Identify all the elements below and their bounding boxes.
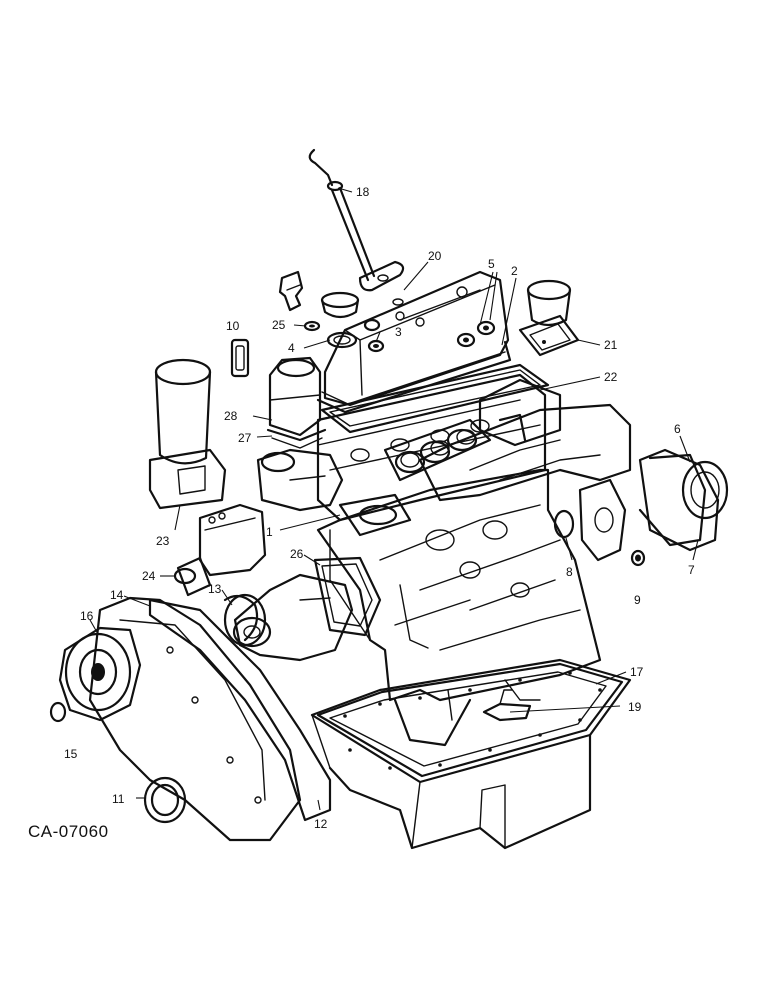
callout-labels: 1 2 3 4 5 6 7 8 9 10 11 12 13 14 15 16 1… <box>64 185 695 831</box>
oil-pan <box>310 658 632 850</box>
callout-26: 26 <box>290 547 304 561</box>
thermostat-gasket <box>338 493 412 537</box>
callout-1: 1 <box>266 525 273 539</box>
front-crank-seal <box>143 776 187 824</box>
seal-8 <box>553 509 575 539</box>
valve-cover-gasket <box>316 340 512 414</box>
callout-3: 3 <box>395 325 402 339</box>
fuel-injection-pump <box>173 503 267 597</box>
callout-23: 23 <box>156 534 170 548</box>
valve-cover-grommets <box>456 320 496 348</box>
drawing-reference: CA-07060 <box>28 822 109 841</box>
intake-manifold <box>478 378 562 447</box>
gasket-10 <box>230 338 250 378</box>
callout-19: 19 <box>628 700 642 714</box>
leader-lines <box>89 187 699 811</box>
engine-block <box>316 468 602 747</box>
callout-11: 11 <box>112 792 125 806</box>
callout-16: 16 <box>80 609 94 623</box>
thermostat-housing <box>266 356 327 449</box>
callout-12: 12 <box>314 817 328 831</box>
callout-28: 28 <box>224 409 238 423</box>
water-pump-o-ring <box>223 593 267 647</box>
rear-seal-carrier <box>578 478 627 562</box>
callout-17: 17 <box>630 665 644 679</box>
callout-27: 27 <box>238 431 252 445</box>
callout-22: 22 <box>604 370 618 384</box>
water-outlet-housing <box>256 448 344 512</box>
callout-15: 15 <box>64 747 78 761</box>
manifold-gasket <box>383 418 492 482</box>
timing-cover-gasket <box>148 598 332 822</box>
exhaust-manifold <box>394 403 632 502</box>
oil-filter <box>148 358 227 510</box>
oil-pickup-bracket <box>482 689 532 722</box>
callout-4: 4 <box>288 341 295 355</box>
callout-25: 25 <box>272 318 286 332</box>
callout-2: 2 <box>511 264 518 278</box>
crankshaft-pulley <box>58 626 142 722</box>
o-ring-15 <box>49 701 67 723</box>
valve-cover <box>323 270 510 407</box>
fuel-injector <box>278 270 321 332</box>
callout-18: 18 <box>356 185 370 199</box>
callout-24: 24 <box>142 569 156 583</box>
head-gasket <box>320 363 550 434</box>
oil-filler-cap <box>320 291 385 353</box>
callout-8: 8 <box>566 565 573 579</box>
air-inlet-elbow <box>518 279 580 357</box>
water-pump-gasket <box>313 556 382 637</box>
callout-6: 6 <box>674 422 681 436</box>
oil-pan-gasket <box>316 662 624 778</box>
callout-9: 9 <box>634 593 641 607</box>
callout-10: 10 <box>226 319 240 333</box>
callout-20: 20 <box>428 249 442 263</box>
callout-5: 5 <box>488 257 495 271</box>
callout-14: 14 <box>110 588 124 602</box>
callout-21: 21 <box>604 338 618 352</box>
water-pump <box>223 573 354 662</box>
callout-7: 7 <box>688 563 695 577</box>
rear-seal-housing <box>638 448 729 552</box>
callout-13: 13 <box>208 582 222 596</box>
dipstick <box>308 148 405 306</box>
plug-9 <box>630 549 646 567</box>
